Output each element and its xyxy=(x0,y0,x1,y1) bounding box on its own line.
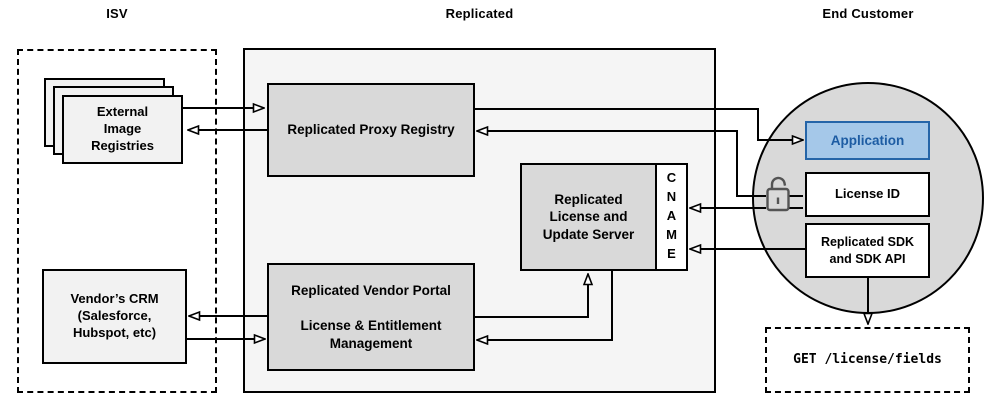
license-id-node: License ID xyxy=(805,172,930,217)
replicated-sdk-node: Replicated SDK and SDK API xyxy=(805,223,930,278)
cname-label: CNAME xyxy=(664,169,679,265)
isv-section-box xyxy=(17,49,217,393)
vendors-crm-label: Vendor’s CRM (Salesforce, Hubspot, etc) xyxy=(70,291,159,340)
application-node: Application xyxy=(805,121,930,160)
isv-section-title: ISV xyxy=(106,6,128,21)
license-id-label: License ID xyxy=(834,186,901,202)
application-label: Application xyxy=(830,132,905,148)
replicated-proxy-registry-node: Replicated Proxy Registry xyxy=(267,83,475,177)
external-image-registries-node: External Image Registries xyxy=(62,95,183,164)
open-padlock-icon xyxy=(766,176,790,212)
replicated-proxy-registry-label: Replicated Proxy Registry xyxy=(287,122,455,138)
replicated-sdk-label: Replicated SDK and SDK API xyxy=(820,235,915,266)
license-fields-request-label: GET /license/fields xyxy=(793,351,942,367)
cname-node: CNAME xyxy=(655,163,688,271)
license-update-server-label: Replicated License and Update Server xyxy=(542,191,635,242)
license-update-server-node: Replicated License and Update Server xyxy=(520,163,657,271)
end-customer-section-title: End Customer xyxy=(822,6,914,21)
license-fields-request-node: GET /license/fields xyxy=(765,327,970,393)
external-image-registries-label: External Image Registries xyxy=(91,104,154,153)
replicated-vendor-portal-label: Replicated Vendor Portal License & Entit… xyxy=(291,282,451,351)
replicated-section-title: Replicated xyxy=(445,6,514,21)
replicated-vendor-portal-node: Replicated Vendor Portal License & Entit… xyxy=(267,263,475,371)
vendors-crm-node: Vendor’s CRM (Salesforce, Hubspot, etc) xyxy=(42,269,187,364)
